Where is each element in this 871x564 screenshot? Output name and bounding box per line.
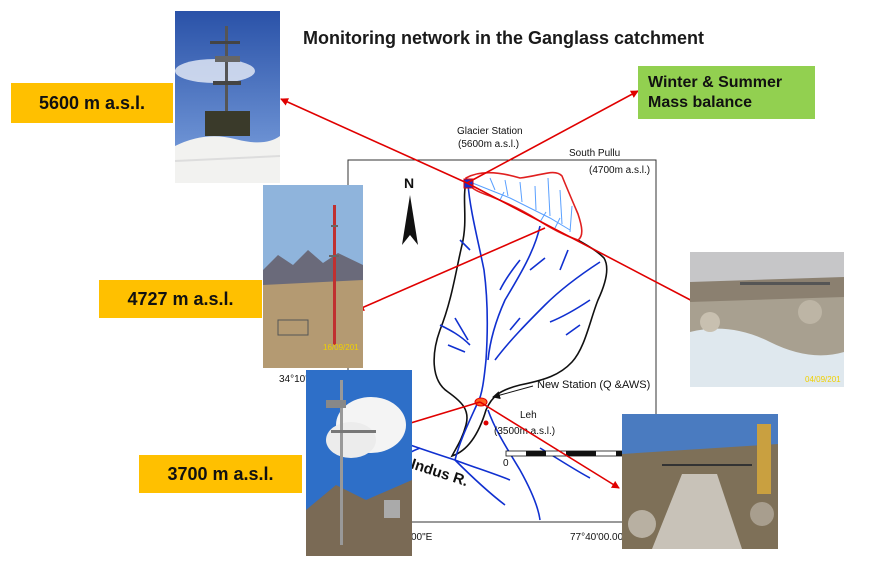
- arrow-glacier-to-photo1: [280, 98, 468, 184]
- mass-balance-line1: Winter & Summer: [648, 73, 783, 91]
- south-pullu-label: South Pullu: [569, 148, 620, 159]
- north-arrow-icon: [402, 195, 418, 245]
- new-station-label: New Station (Q &AWS): [537, 379, 650, 391]
- coord-left: 34°10': [279, 374, 307, 385]
- coord-bottom-right: 77°40'00.00": [570, 532, 627, 543]
- glacier-streams: [469, 177, 573, 233]
- elevation-label-5600: 5600 m a.s.l.: [11, 83, 173, 123]
- arrow-newstation-to-photo5: [479, 401, 620, 489]
- leh-elev: (3500m a.s.l.): [494, 426, 555, 437]
- photo-south-pullu-station: 16/09/201: [263, 185, 363, 368]
- glacier-station-elev: (5600m a.s.l.): [458, 139, 519, 150]
- leh-marker: [483, 420, 489, 426]
- arrow-glacier-to-photo3: [466, 182, 701, 306]
- mass-balance-line2: Mass balance: [648, 93, 753, 111]
- photo2-stamp: 16/09/201: [323, 343, 359, 352]
- photo-river-channel: [622, 414, 778, 549]
- elevation-label-3700: 3700 m a.s.l.: [139, 455, 302, 493]
- glacier-station-label: Glacier Station: [457, 126, 523, 137]
- leh-label: Leh: [520, 410, 537, 421]
- photo-glacier-station: [175, 11, 280, 183]
- arrow-pullu-to-photo2: [356, 227, 546, 311]
- elevation-label-4727: 4727 m a.s.l.: [99, 280, 262, 318]
- coord-bottom-left: 00"E: [411, 532, 433, 543]
- photo3-stamp: 04/09/201: [805, 375, 841, 384]
- diagram-title: Monitoring network in the Ganglass catch…: [303, 28, 705, 48]
- north-label: N: [404, 175, 414, 191]
- photo-stream-gauge: 04/09/201: [690, 252, 844, 387]
- arrow-glacier-to-massbalance: [466, 90, 639, 184]
- new-station-pointer: [492, 385, 534, 400]
- connector-arrows: [280, 90, 701, 489]
- south-pullu-elev: (4700m a.s.l.): [589, 165, 650, 176]
- mass-balance-box: Winter & Summer Mass balance: [638, 66, 815, 119]
- scale-zero: 0: [503, 458, 509, 469]
- photo-new-station-aws: [306, 370, 412, 556]
